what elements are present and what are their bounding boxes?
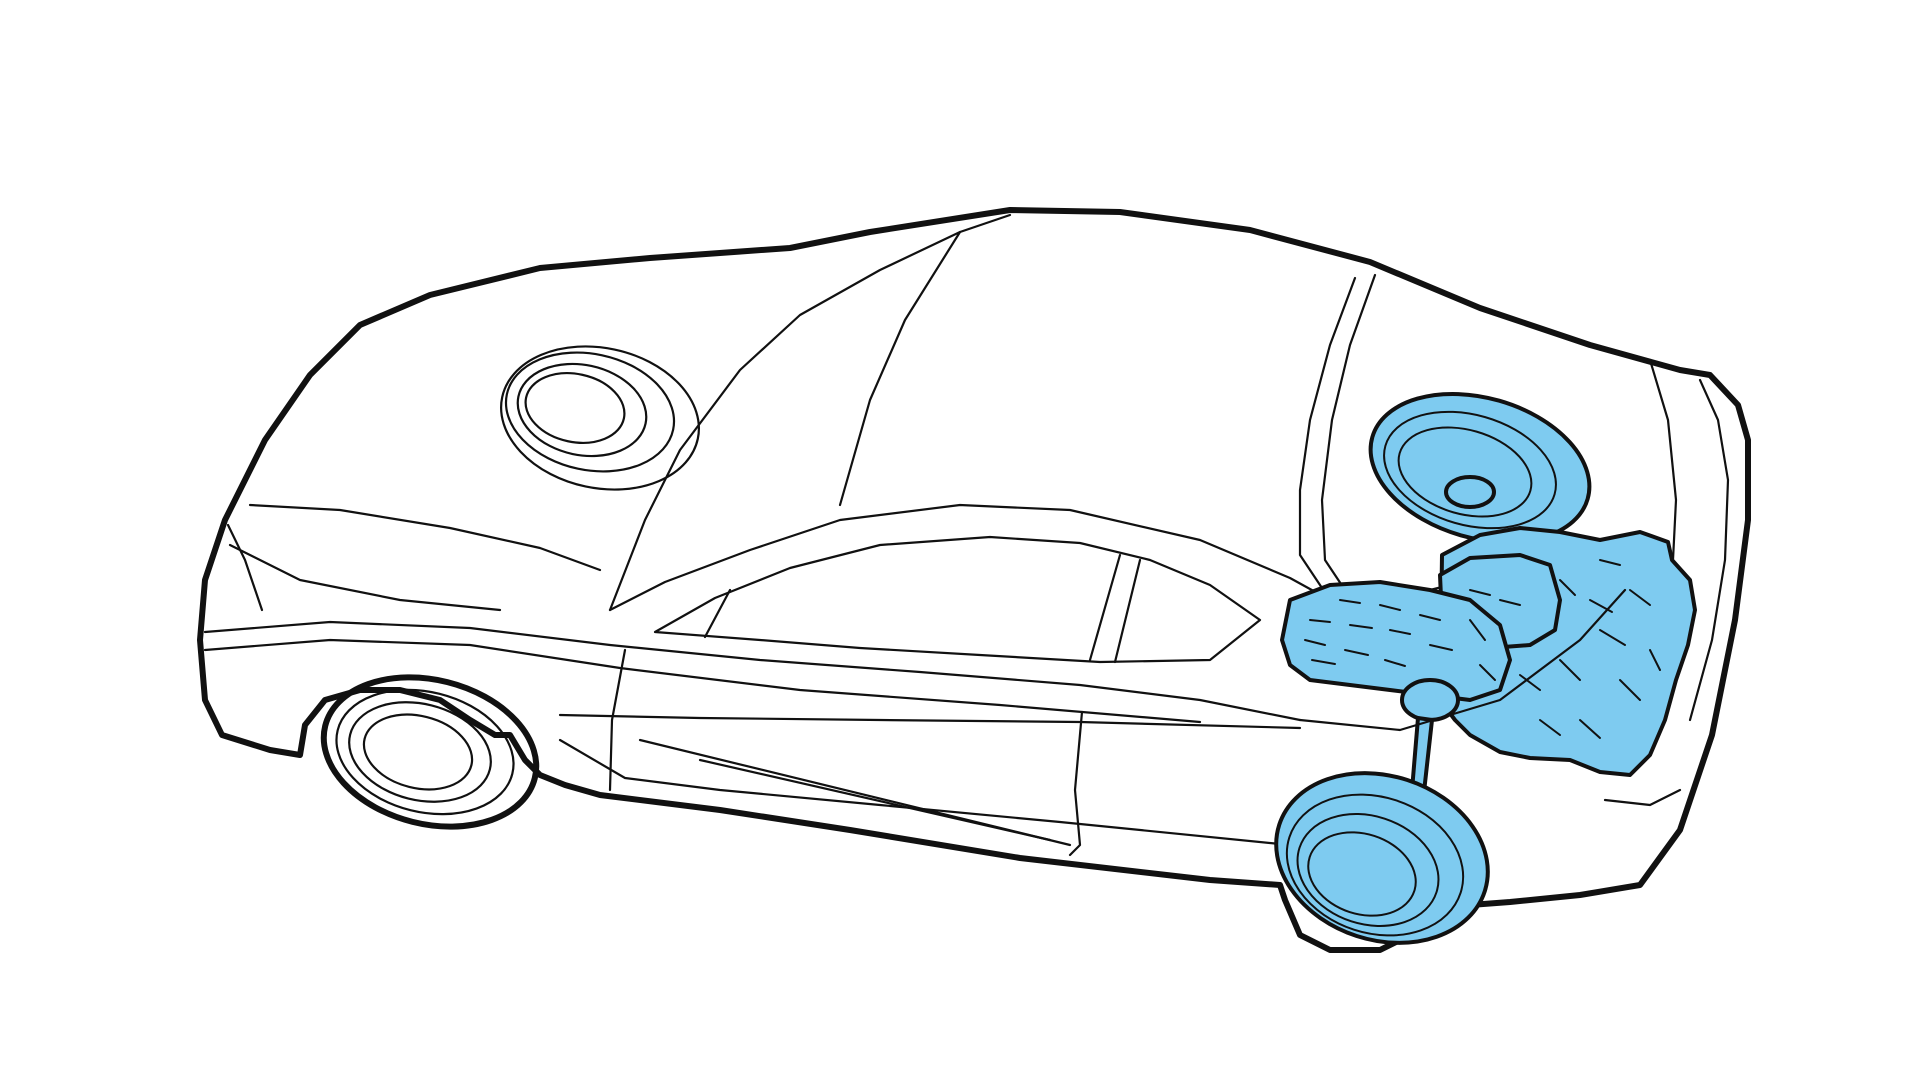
transaxle <box>1280 580 1512 702</box>
door-seam-rear <box>608 648 627 792</box>
rear-deck <box>248 503 602 572</box>
window-pillar-2 <box>1113 558 1142 664</box>
rocker-lower <box>558 738 1292 847</box>
belt-line-over-engine <box>1298 588 1627 732</box>
body-outline <box>197 207 1751 953</box>
rear-wheel-bottom <box>320 674 540 830</box>
roof-front-edge <box>1298 276 1357 602</box>
door-seam-front <box>1068 710 1084 857</box>
belt-line <box>203 620 1302 722</box>
rear-wheel-top <box>500 345 700 491</box>
drivetrain <box>1274 391 1697 945</box>
window-pillar <box>1088 553 1122 662</box>
side-window <box>653 535 1262 664</box>
belt-line-lower <box>203 638 1202 724</box>
roof-line <box>608 213 1012 612</box>
engine-texture <box>1304 559 1661 739</box>
bumper-line <box>1603 788 1682 807</box>
roof-front-edge-inner <box>1320 273 1377 592</box>
window-pillar-rear <box>703 588 732 639</box>
rear-deck-2 <box>228 543 502 612</box>
front-fascia <box>1688 378 1730 722</box>
sill-line-2 <box>698 758 1052 842</box>
rocker-panel <box>558 713 1302 730</box>
windshield-frame <box>608 503 1332 612</box>
roof-rear-line <box>838 230 962 507</box>
rear-corner <box>226 523 264 612</box>
front-wheel-lower <box>1274 771 1490 945</box>
front-wheel-upper <box>1368 391 1592 545</box>
